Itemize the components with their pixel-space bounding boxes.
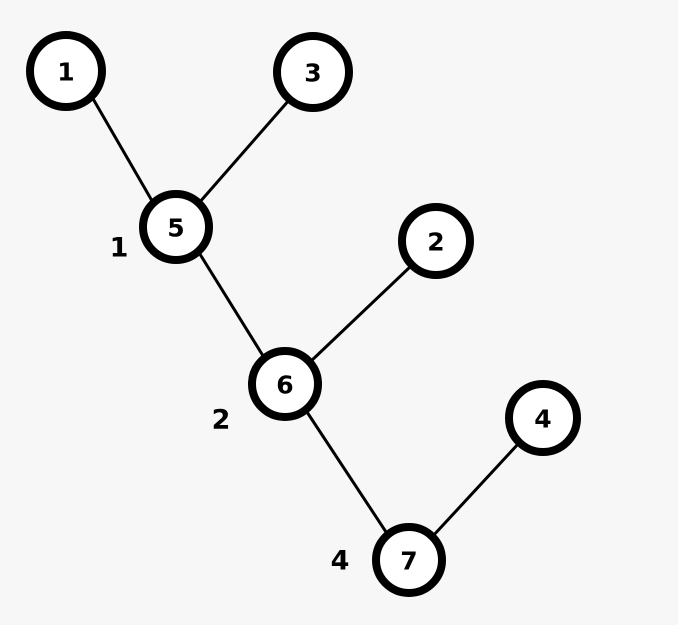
graph-node[interactable]: 3 xyxy=(273,32,353,112)
graph-node-label: 7 xyxy=(400,547,417,576)
graph-edge-label: 1 xyxy=(110,233,129,264)
graph-node-label: 3 xyxy=(304,59,321,88)
graph-node-circle[interactable] xyxy=(26,31,106,111)
graph-node[interactable]: 5 xyxy=(139,190,213,264)
graph-node-label: 4 xyxy=(534,405,551,434)
graph-edge: e3 xyxy=(196,249,267,361)
edges-layer: e1 e2 e3 e4 e5 e6 xyxy=(90,95,521,539)
nodes-layer: 1 3 5 2 6 4 7 xyxy=(26,31,581,597)
graph-node-circle[interactable] xyxy=(139,190,213,264)
graph-node-circle[interactable] xyxy=(248,347,322,421)
graph-edge-label: 4 xyxy=(331,546,350,577)
graph-node[interactable]: 2 xyxy=(398,203,474,279)
graph-node-circle[interactable] xyxy=(505,380,581,456)
graph-edge-label: 2 xyxy=(212,405,231,436)
graph-node-label: 2 xyxy=(427,228,444,257)
graph-edge: e6 xyxy=(430,441,521,539)
graph-node[interactable]: 6 xyxy=(248,347,322,421)
graph-node-circle[interactable] xyxy=(273,32,353,112)
graph-node-label: 5 xyxy=(167,214,184,243)
graph-edge: e4 xyxy=(307,264,413,365)
graph-node[interactable]: 7 xyxy=(372,523,446,597)
graph-node-label: 1 xyxy=(57,58,74,87)
edge-labels-layer: 1 2 4 xyxy=(110,233,350,577)
graph-edge: e5 xyxy=(303,407,390,537)
graph-edge: e1 xyxy=(90,95,157,208)
graph-node[interactable]: 4 xyxy=(505,380,581,456)
graph-edge: e2 xyxy=(197,97,292,205)
graph-node[interactable]: 1 xyxy=(26,31,106,111)
graph-node-circle[interactable] xyxy=(372,523,446,597)
graph-node-label: 6 xyxy=(276,371,293,400)
graph-node-circle[interactable] xyxy=(398,203,474,279)
